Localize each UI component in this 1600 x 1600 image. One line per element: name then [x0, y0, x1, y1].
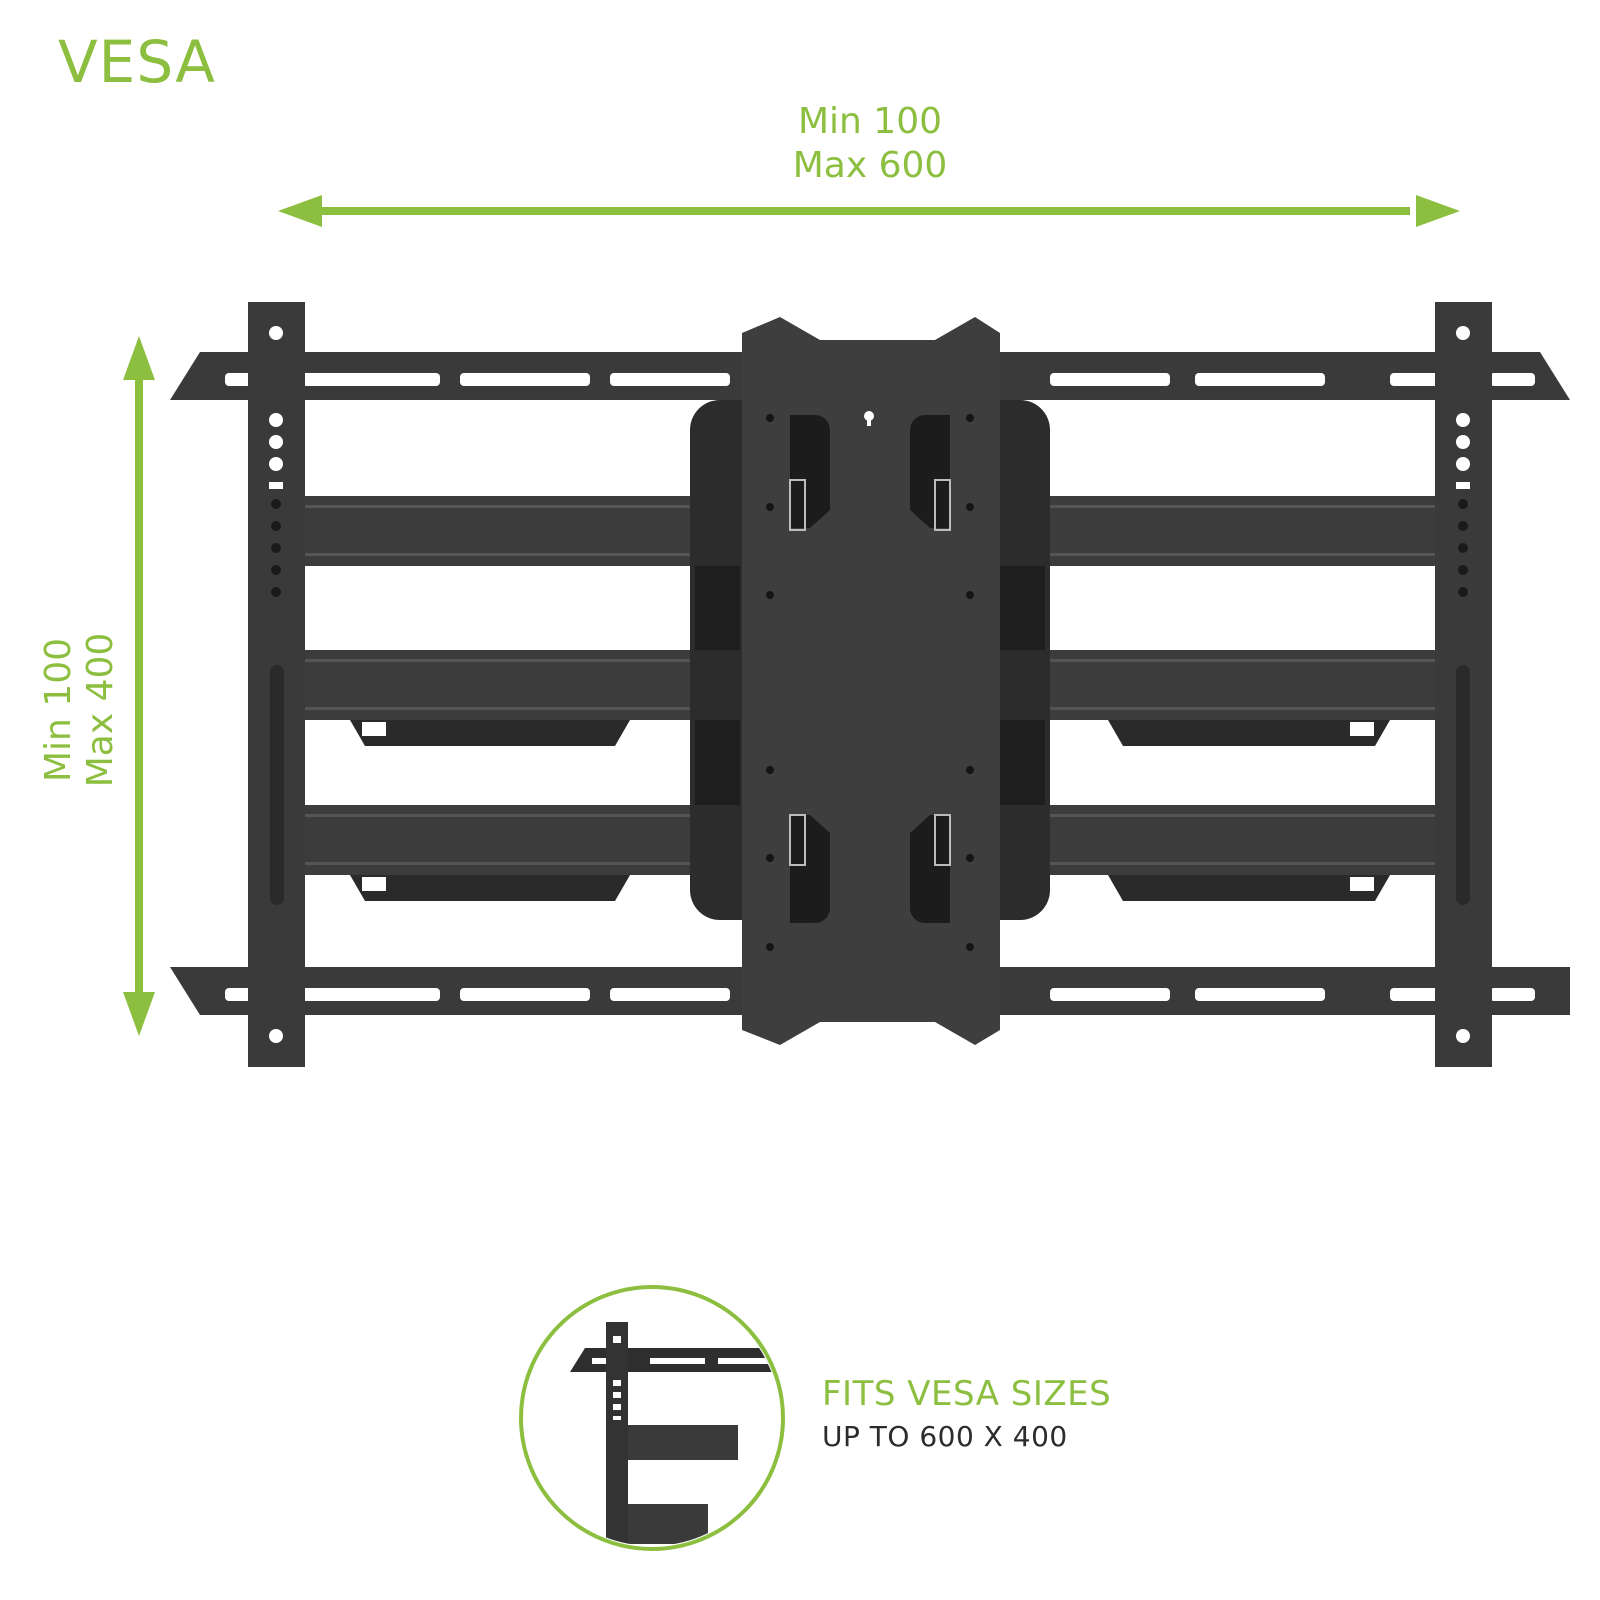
left-vertical-strap: [248, 302, 305, 1067]
mount-bracket-icon: [170, 302, 1570, 1067]
horizontal-min-label: Min 100: [797, 101, 943, 142]
callout-circle-icon: [519, 1285, 785, 1551]
vertical-arrow-icon: [123, 336, 155, 1036]
callout-title: FITS VESA SIZES: [822, 1374, 1112, 1414]
left-arms: [305, 496, 745, 901]
callout-subtitle: UP TO 600 X 400: [822, 1420, 1068, 1453]
horizontal-max-label: Max 600: [792, 145, 948, 186]
diagram-title: VESA: [58, 28, 216, 96]
horizontal-dimension-label: Min 100 Max 600: [700, 100, 1040, 188]
horizontal-arrow-icon: [278, 195, 1460, 227]
center-plate: [742, 317, 1000, 1045]
right-arms: [995, 496, 1435, 901]
right-vertical-strap: [1435, 302, 1492, 1067]
